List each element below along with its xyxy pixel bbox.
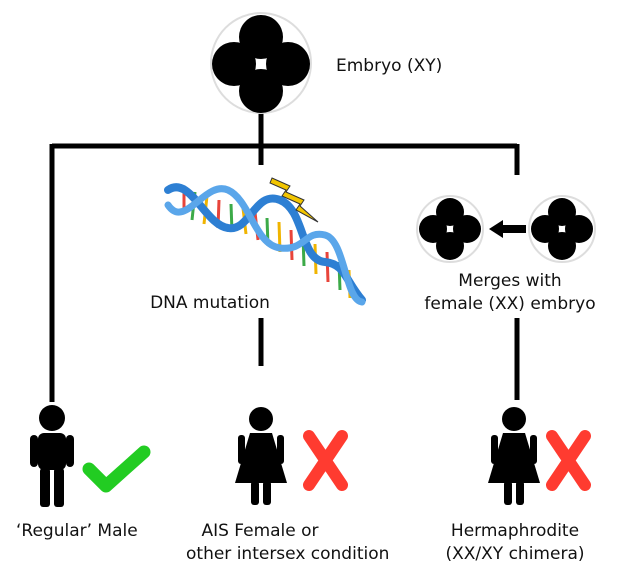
- cross-icon: [303, 430, 348, 491]
- outcome-ais-label-line1: AIS Female or: [201, 521, 319, 541]
- dna-helix-icon: [164, 183, 366, 306]
- merged-embryo-icon: [416, 195, 484, 263]
- female-figure-icon: [488, 407, 540, 505]
- cross-icon: [546, 430, 591, 491]
- merge-label-line1: Merges with: [458, 271, 562, 291]
- female-figure-icon: [235, 407, 287, 505]
- outcome-ais-label-line2: other intersex condition: [186, 544, 390, 564]
- dna-mutation-label: DNA mutation: [150, 293, 270, 313]
- checkmark-icon: [82, 445, 151, 493]
- lightning-icon: [269, 177, 319, 223]
- merge-label-line2: female (XX) embryo: [424, 294, 596, 314]
- male-figure-icon: [30, 405, 74, 507]
- embryo-xy-icon: [210, 12, 312, 114]
- female-embryo-icon: [528, 195, 596, 263]
- connector-lines: [49, 109, 520, 402]
- outcome-male-label: ‘Regular’ Male: [16, 521, 138, 541]
- outcome-hermaphrodite-label-line1: Hermaphrodite: [450, 521, 580, 541]
- embryo-label: Embryo (XY): [336, 56, 443, 76]
- outcome-hermaphrodite-label-line2: (XX/XY chimera): [445, 544, 585, 564]
- merge-arrow-icon: [489, 220, 526, 238]
